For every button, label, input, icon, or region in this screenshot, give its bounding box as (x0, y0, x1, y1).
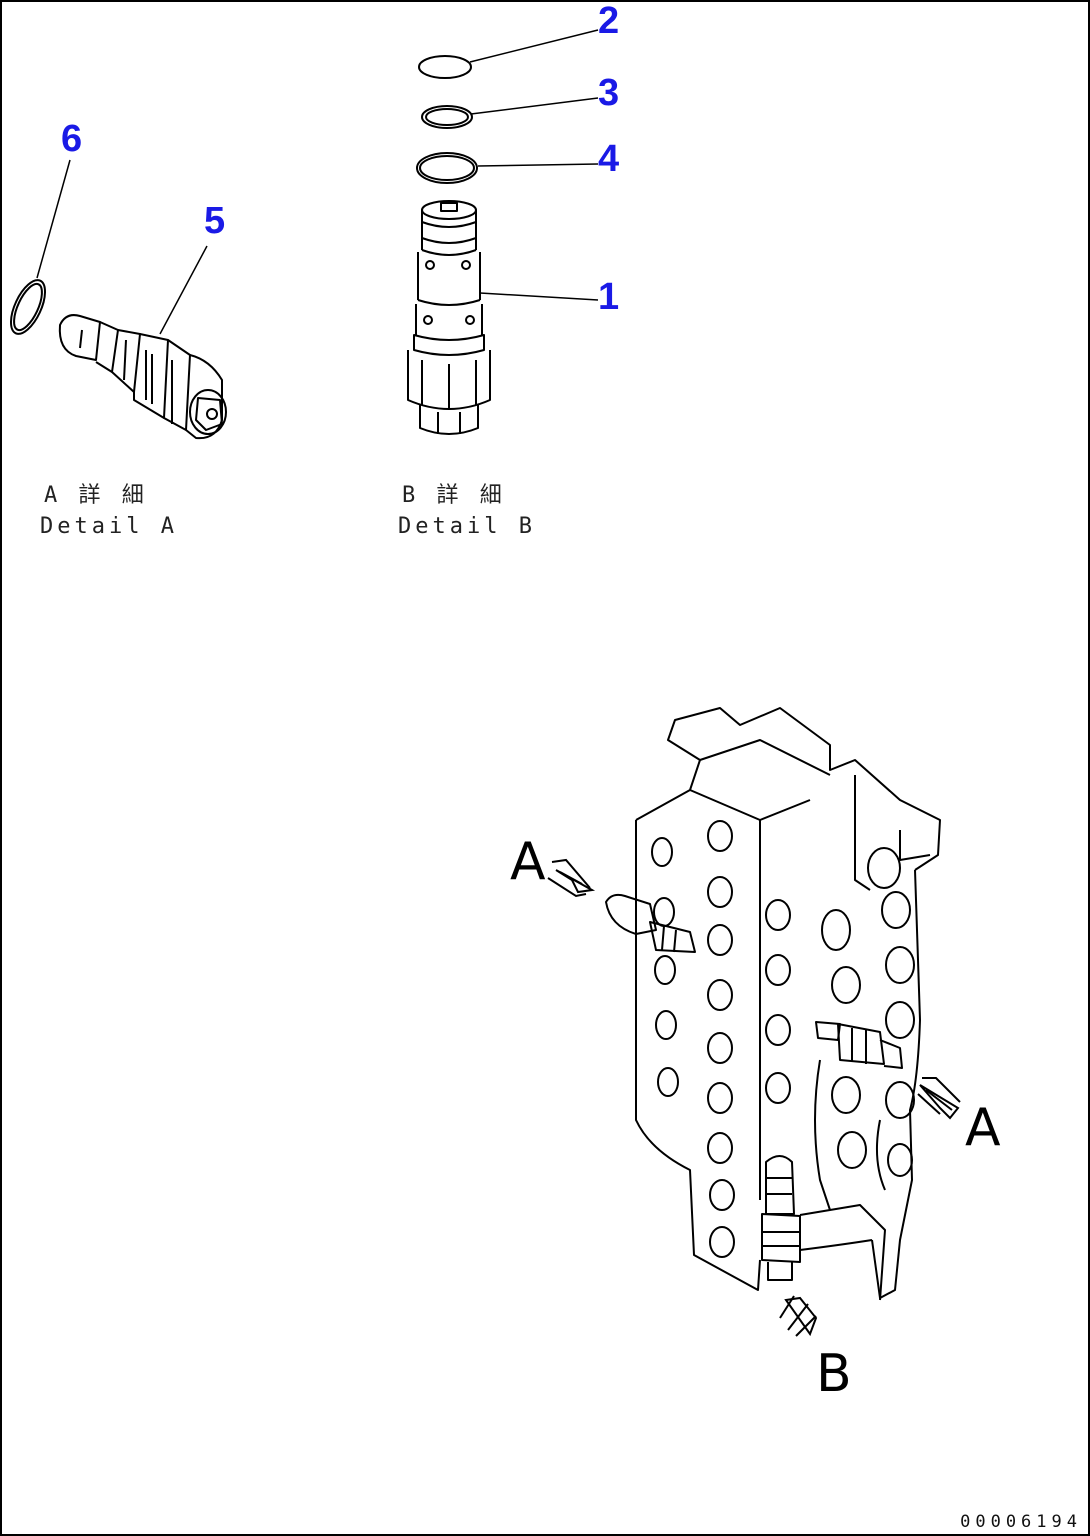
port-holes (651, 820, 915, 1258)
view-label-a-right: A (965, 1098, 1001, 1158)
leader-line-5 (159, 245, 208, 335)
leader-line-6 (36, 159, 71, 279)
callout-6: 6 (61, 118, 83, 160)
part-4-o-ring (416, 152, 478, 184)
part-6-o-ring (9, 279, 47, 335)
leader-line-1 (479, 292, 599, 301)
detail-a-caption-jp: A 詳 細 (44, 483, 148, 508)
drawing-number: 00006194 (960, 1512, 1082, 1532)
leader-line-2 (469, 29, 599, 63)
installed-relief-valve-left (605, 893, 696, 953)
part-2-ring (418, 55, 472, 79)
detail-a-caption-en: Detail A (40, 514, 178, 539)
view-arrow-a-left (547, 858, 596, 898)
part-5-relief-valve (58, 314, 227, 440)
callout-3: 3 (598, 72, 620, 114)
control-valve-block (605, 707, 941, 1301)
leader-line-3 (470, 97, 599, 115)
view-label-a-left: A (510, 832, 546, 892)
callout-2: 2 (598, 0, 620, 42)
view-arrow-a-right (917, 1077, 961, 1120)
callout-5: 5 (204, 200, 226, 242)
part-3-backup-ring (421, 105, 473, 129)
leader-line-4 (477, 163, 599, 167)
view-arrow-b (779, 1295, 818, 1337)
installed-cartridge-bottom (761, 1155, 801, 1281)
detail-b-caption-en: Detail B (398, 514, 536, 539)
detail-b-caption-jp: B 詳 細 (402, 483, 506, 508)
part-1-valve-cartridge (407, 200, 491, 435)
callout-1: 1 (598, 276, 620, 318)
callout-4: 4 (598, 138, 620, 180)
installed-relief-valve-right (815, 1021, 903, 1069)
view-label-b: B (816, 1344, 852, 1404)
